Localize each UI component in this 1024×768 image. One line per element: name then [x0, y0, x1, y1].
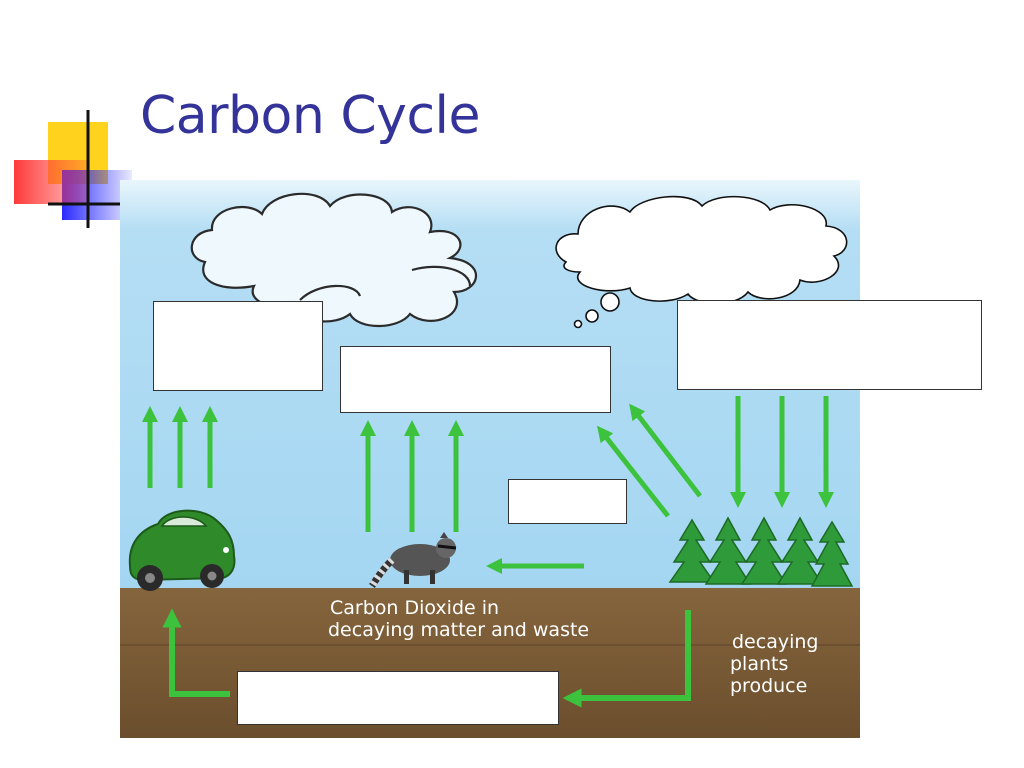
arrows-underground-fossil-fuel — [162, 608, 691, 708]
side-caption-line2: plants — [730, 653, 788, 675]
blank-label-box-bottom[interactable] — [237, 671, 559, 725]
ground-caption-line2: decaying matter and waste — [328, 619, 589, 641]
side-caption-line3: produce — [730, 675, 807, 697]
arrows-plant-respiration — [597, 403, 702, 518]
slide-title: Carbon Cycle — [140, 86, 480, 146]
trees-icon — [668, 516, 854, 587]
arrows-car-emissions — [141, 405, 219, 488]
thought-cloud — [555, 195, 848, 329]
arrows-animal-respiration — [359, 419, 465, 532]
raccoon-icon — [369, 532, 457, 588]
blank-label-box-small-middle[interactable] — [508, 479, 627, 524]
car-icon — [128, 509, 236, 591]
side-caption-line1: decaying — [732, 631, 818, 653]
ground-caption-line1: Carbon Dioxide in — [330, 597, 499, 619]
blank-label-box-top-left[interactable] — [153, 301, 323, 391]
arrows-photosynthesis — [729, 396, 835, 509]
blank-label-box-right[interactable] — [677, 300, 982, 390]
blank-label-box-center[interactable] — [340, 346, 611, 413]
